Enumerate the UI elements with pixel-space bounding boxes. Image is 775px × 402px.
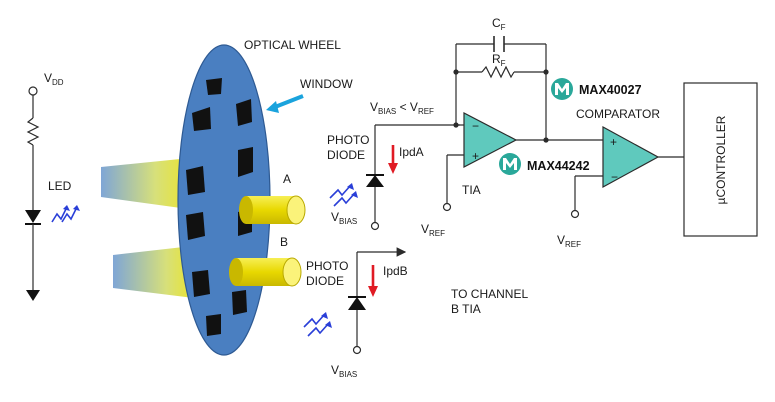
ground-icon [26,290,40,301]
svg-text:−: − [472,119,479,133]
svg-text:−: − [611,170,618,184]
ipdb-label: IpdB [383,264,408,278]
beam-b-cylinder [229,257,302,287]
cf-label: CF [492,16,506,32]
photodiode-b [303,247,407,355]
led-icon [25,210,41,225]
photodiode-icon [366,175,384,187]
led-branch: VDD LED [25,71,80,301]
vbias-a-label: VBIAS [331,210,357,226]
rf-label: RF [492,52,506,68]
tia-opamp: − + [442,112,603,212]
beam-a-label: A [283,172,291,186]
comparator: + − [570,125,684,219]
max44242-label: MAX44242 [527,159,590,173]
to-channel-b-label-2: B TIA [451,302,481,316]
vdd-label: VDD [44,71,64,87]
opamp-icon [463,112,518,168]
tia-feedback [453,36,549,143]
photo-diode-b-label-1: PHOTO [306,259,348,273]
ucontroller-label: µCONTROLLER [714,115,728,204]
photodiode-a [329,124,460,231]
photodiode-icon [348,297,366,310]
maxim-logo-icon [499,153,521,175]
opamp-icon [602,125,660,189]
photodiode-a-light-icon [329,183,358,207]
resistor-icon [481,65,515,79]
beam-b-label: B [280,235,288,249]
svg-text:+: + [610,135,617,149]
vbias-condition-label: VBIAS < VREF [370,100,434,116]
photodiode-b-light-icon [303,312,332,337]
ipda-label: IpdA [399,145,424,159]
ipdb-arrow-icon [368,265,378,297]
optical-wheel-label: OPTICAL WHEEL [244,38,341,52]
window-label: WINDOW [300,77,353,91]
led-light-icon [51,205,80,223]
to-channel-b-label-1: TO CHANNEL [451,287,528,301]
window-arrow-icon [266,94,304,113]
max40027-label: MAX40027 [579,83,642,97]
comparator-label: COMPARATOR [576,107,660,121]
led-label: LED [48,179,72,193]
wheel-window [206,78,222,95]
tia-label: TIA [462,183,481,197]
maxim-logo-icon [551,78,573,100]
svg-text:+: + [472,149,479,163]
vbias-b-label: VBIAS [331,363,357,379]
vref-comp-label: VREF [557,233,581,249]
beam-a-cylinder [239,195,306,225]
ipda-arrow-icon [388,145,398,174]
photo-diode-a-label-2: DIODE [327,148,365,162]
vdd-terminal [28,86,38,96]
vref-tia-label: VREF [421,222,445,238]
photo-diode-b-label-2: DIODE [306,274,344,288]
microcontroller-block: µCONTROLLER [683,82,758,237]
capacitor-icon [493,36,505,52]
photo-diode-a-label-1: PHOTO [327,133,369,147]
resistor-icon [26,117,40,146]
